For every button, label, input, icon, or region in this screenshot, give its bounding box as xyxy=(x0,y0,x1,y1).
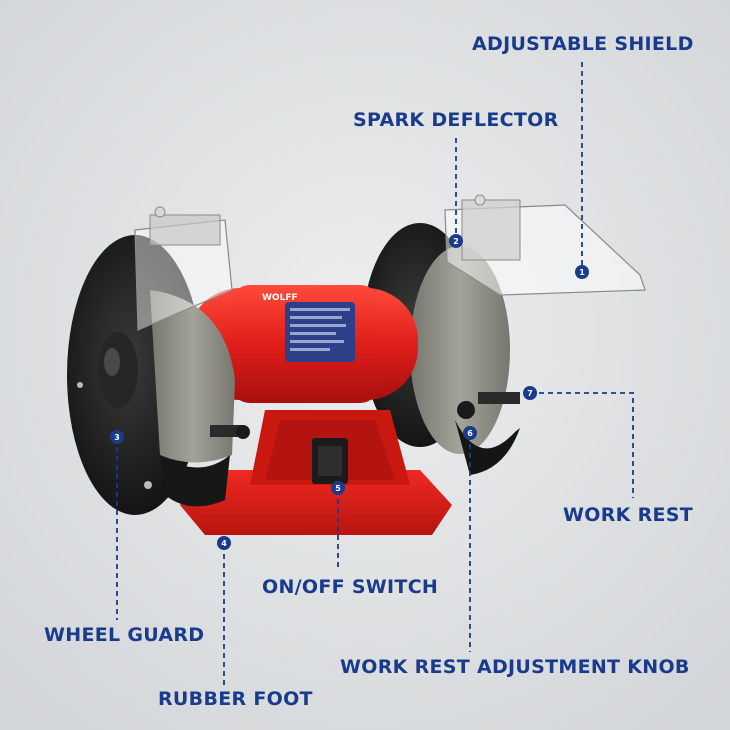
marker-1: 1 xyxy=(575,265,589,279)
svg-text:5: 5 xyxy=(335,484,341,493)
left-grinding-wheel xyxy=(150,290,235,463)
marker-2: 2 xyxy=(449,234,463,248)
adjustment-knob xyxy=(457,401,475,419)
marker-4: 4 xyxy=(217,536,231,550)
svg-text:4: 4 xyxy=(221,539,227,548)
leader-line-7 xyxy=(530,392,634,498)
label-wheel-guard: WHEEL GUARD xyxy=(44,624,205,646)
svg-text:2: 2 xyxy=(453,237,459,246)
label-work-rest: WORK REST xyxy=(563,504,694,526)
brand-logo: WOLFF xyxy=(262,293,298,303)
label-adjustable-shield: ADJUSTABLE SHIELD xyxy=(472,33,694,55)
label-work-rest-adjustment-knob: WORK REST ADJUSTMENT KNOB xyxy=(340,656,690,678)
svg-text:6: 6 xyxy=(467,429,473,438)
svg-text:3: 3 xyxy=(114,433,120,442)
marker-5: 5 xyxy=(331,481,345,495)
right-eye-shield xyxy=(444,194,646,296)
marker-6: 6 xyxy=(463,426,477,440)
label-on-off-switch: ON/OFF SWITCH xyxy=(262,576,439,598)
left-work-rest xyxy=(210,425,250,439)
on-off-rocker xyxy=(318,446,342,476)
right-work-rest xyxy=(457,392,520,419)
grinder-base xyxy=(180,410,452,535)
callout-markers: 1 2 3 4 5 6 7 xyxy=(110,234,589,550)
label-rubber-foot: RUBBER FOOT xyxy=(158,688,313,710)
label-spark-deflector: SPARK DEFLECTOR xyxy=(353,109,559,131)
leader-lines xyxy=(116,62,634,685)
svg-text:1: 1 xyxy=(579,268,585,277)
left-eye-shield xyxy=(134,206,233,331)
marker-7: 7 xyxy=(523,386,537,400)
svg-text:7: 7 xyxy=(527,389,533,398)
left-wheel-guard xyxy=(67,235,235,515)
marker-3: 3 xyxy=(110,430,124,444)
motor-housing: WOLFF xyxy=(188,285,418,403)
